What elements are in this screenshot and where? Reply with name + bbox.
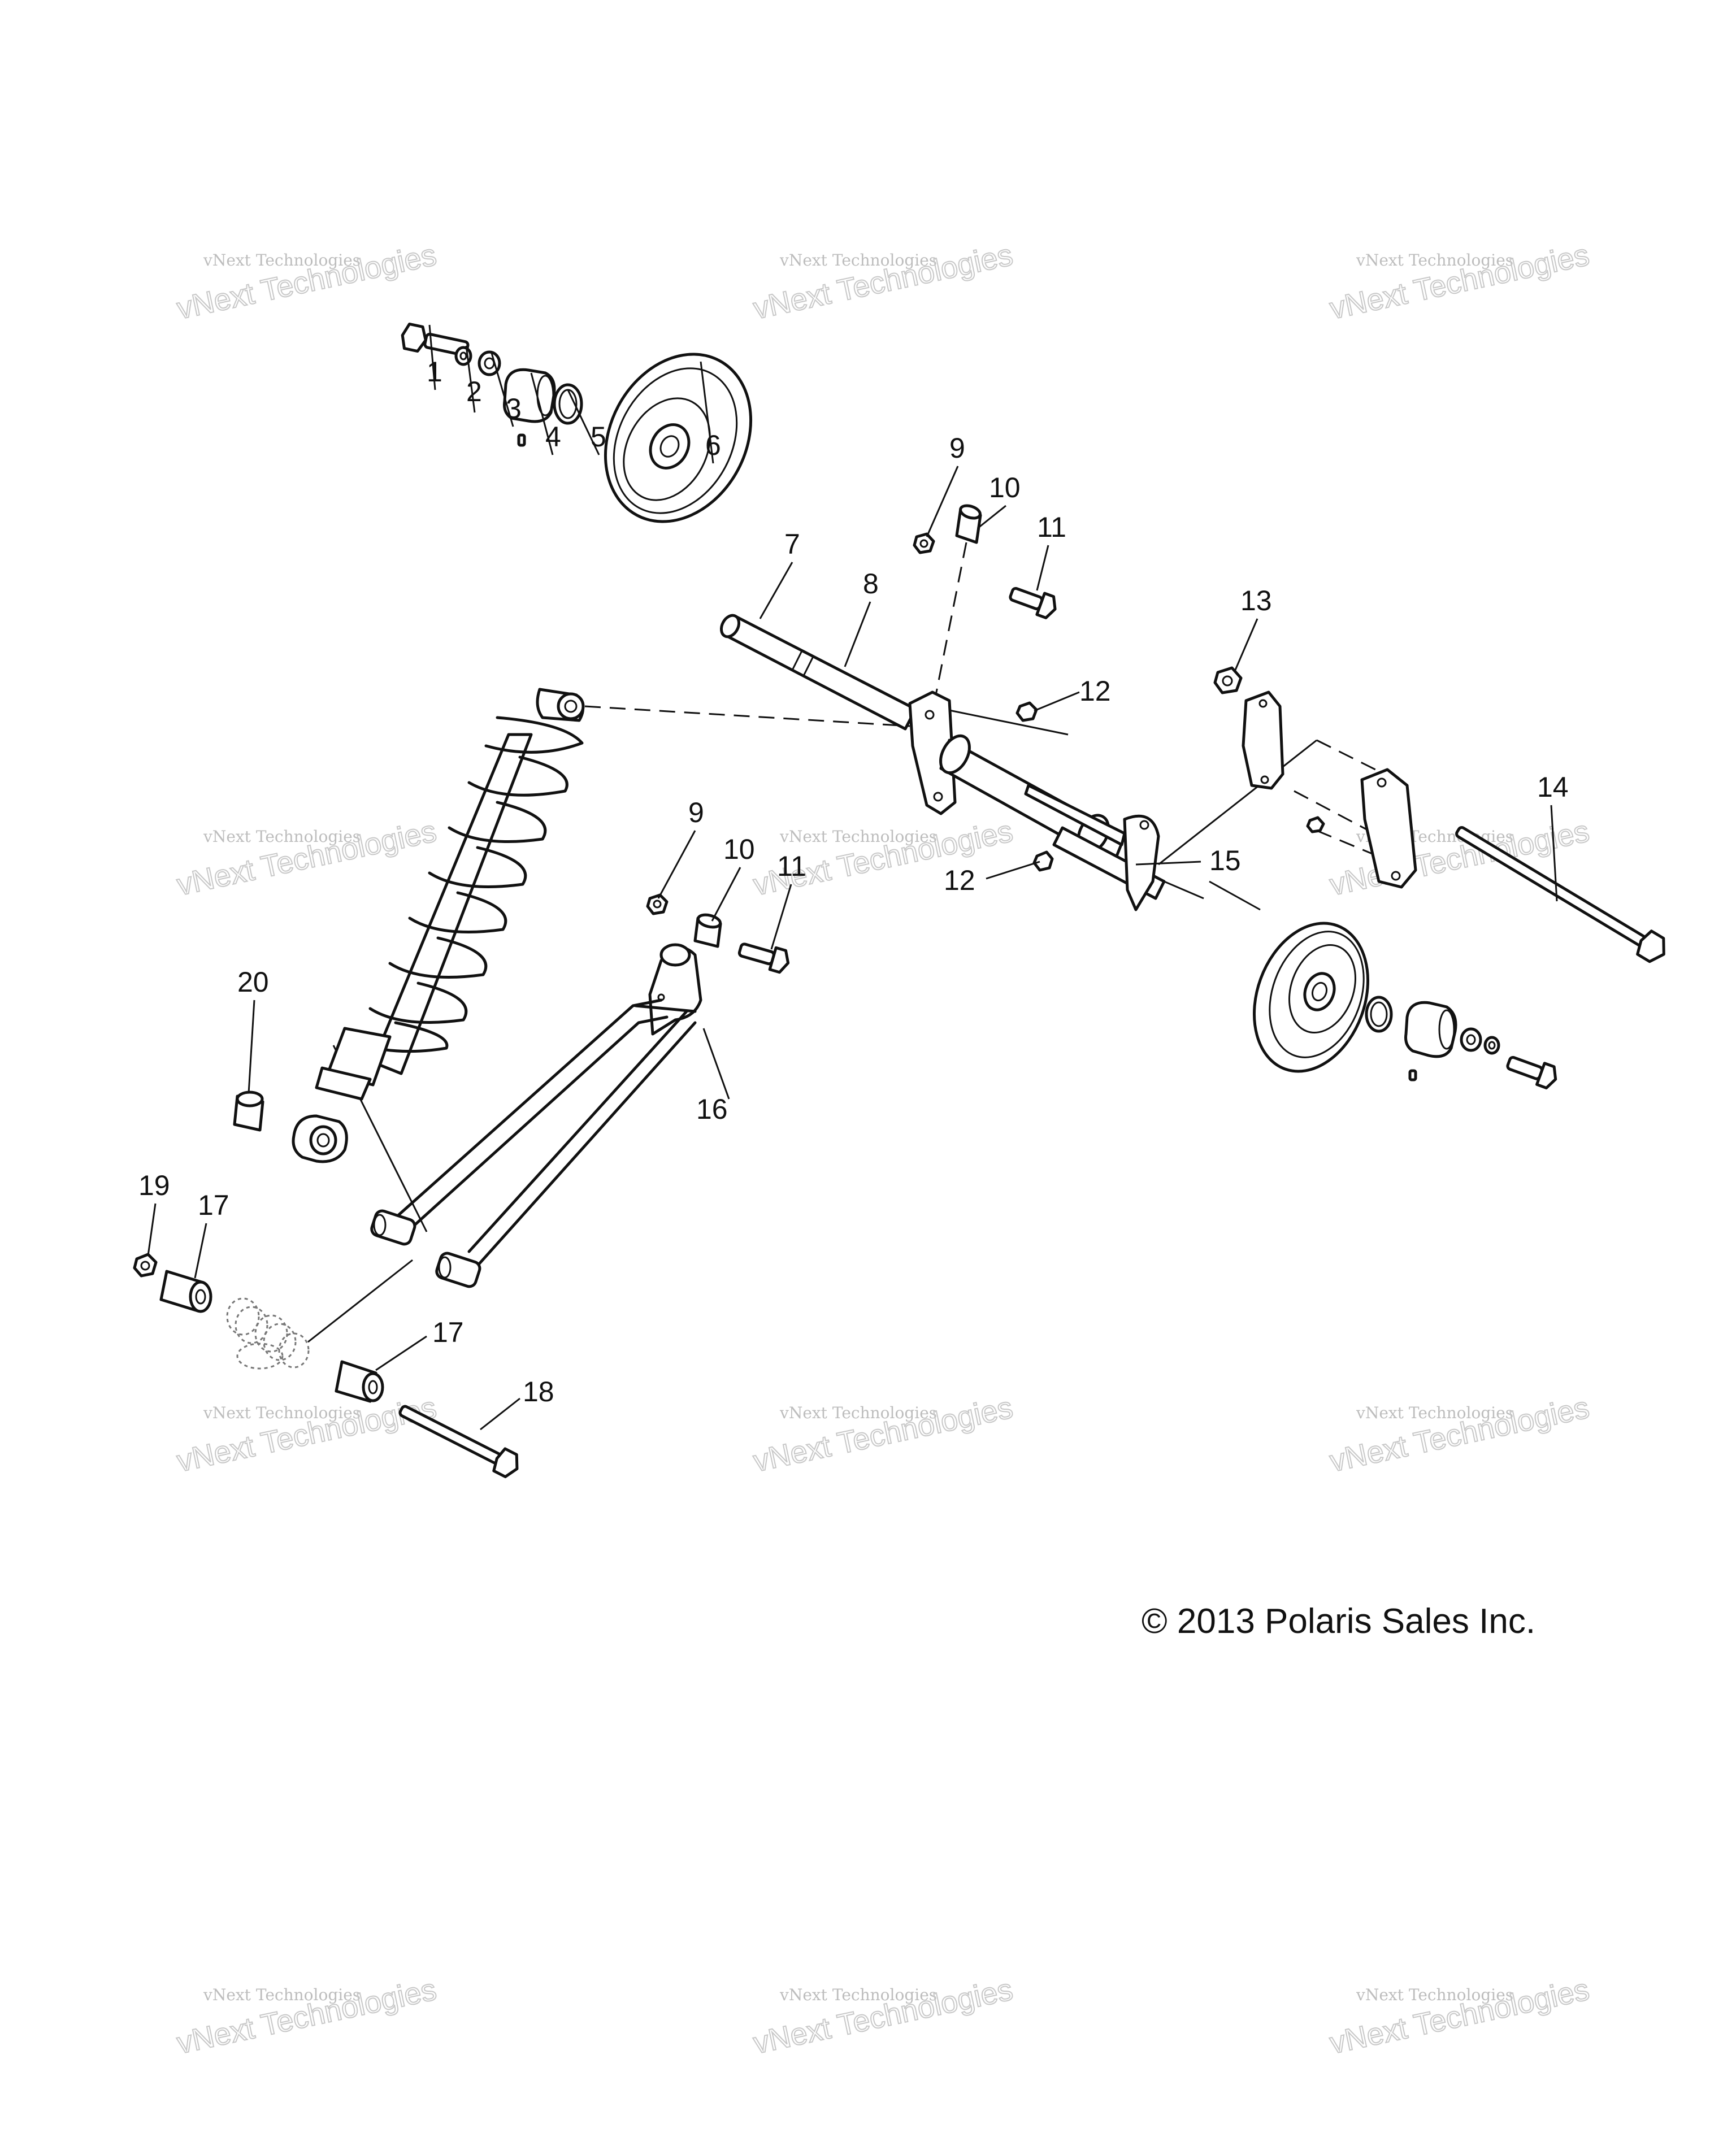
part-16-arm — [370, 943, 702, 1288]
callout: 14 — [1537, 771, 1569, 803]
shock-absorber — [292, 688, 585, 1163]
callout: 13 — [1240, 585, 1272, 616]
bolt-right — [1506, 1055, 1557, 1089]
part-9-nut — [913, 532, 935, 554]
svg-text:vNext Technologies: vNext Technologies — [1356, 251, 1513, 270]
callout: 11 — [1037, 511, 1066, 543]
svg-text:vNext Technologies: vNext Technologies — [779, 1404, 937, 1422]
svg-text:vNext Technologies: vNext Technologies — [203, 827, 361, 846]
part-bracket-plates — [1242, 690, 1417, 889]
part-6-idler-wheel — [604, 353, 753, 523]
idler-wheel-right — [1252, 922, 1370, 1073]
leader-lines — [147, 324, 1558, 1431]
svg-text:vNext Technologies: vNext Technologies — [203, 1986, 361, 2004]
svg-text:vNext Technologies: vNext Technologies — [1356, 1986, 1513, 2004]
callout: 8 — [863, 568, 879, 600]
part-13-nut — [1213, 666, 1243, 694]
part-12-nut — [1015, 701, 1038, 722]
callout: 12 — [944, 865, 975, 896]
part-18-long-bolt — [398, 1405, 519, 1479]
bearing-right — [1404, 1001, 1457, 1081]
watermark: vNext Technologies vNext Technologies — [173, 1972, 440, 2061]
callout: 6 — [705, 429, 721, 461]
callout: 18 — [523, 1376, 554, 1408]
callout: 12 — [1079, 675, 1111, 707]
part-3-spacer — [478, 350, 501, 376]
callout: 11 — [777, 850, 806, 882]
washer-right — [1483, 1036, 1500, 1055]
svg-text:vNext Technologies: vNext Technologies — [779, 1986, 937, 2004]
ghost-bushings — [226, 1297, 310, 1370]
callout: 5 — [591, 421, 606, 453]
part-17-bushing — [335, 1360, 384, 1403]
part-10-sleeve — [955, 504, 982, 544]
watermark: vNext Technologies vNext Technologies — [173, 237, 440, 327]
callout: 10 — [989, 472, 1021, 503]
callout: 10 — [723, 833, 755, 865]
watermarks: vNext Technologies vNext Technologies vN… — [173, 237, 1593, 2061]
callout: 9 — [949, 432, 965, 464]
spacer-right — [1460, 1027, 1482, 1052]
part-11-bolt — [737, 942, 790, 974]
part-20-bushing — [233, 1091, 264, 1132]
callout: 2 — [466, 376, 482, 407]
part-17-bushing — [159, 1270, 212, 1313]
svg-text:vNext Technologies: vNext Technologies — [779, 251, 937, 270]
part-7-shaft — [719, 614, 917, 731]
watermark: vNext Technologies vNext Technologies — [750, 1972, 1017, 2061]
callouts: 1 2 3 4 5 6 7 8 9 10 11 12 13 14 9 10 11… — [138, 356, 1569, 1408]
copyright-text: © 2013 Polaris Sales Inc. — [1142, 1602, 1535, 1641]
callout: 4 — [545, 421, 561, 453]
watermark: vNext Technologies vNext Technologies — [750, 1390, 1017, 1479]
part-19-nut — [133, 1253, 158, 1278]
part-11-bolt — [1009, 587, 1057, 619]
callout: 17 — [432, 1317, 464, 1348]
callout: 9 — [688, 797, 704, 828]
callout: 1 — [427, 356, 442, 388]
watermark: vNext Technologies vNext Technologies — [173, 814, 440, 903]
watermark: vNext Technologies vNext Technologies — [1326, 237, 1593, 327]
callout: 19 — [138, 1170, 170, 1201]
callout: 15 — [1209, 845, 1241, 876]
svg-text:vNext Technologies: vNext Technologies — [779, 827, 937, 846]
svg-text:vNext Technologies: vNext Technologies — [203, 251, 361, 270]
part-14-long-bolt — [1455, 826, 1665, 963]
part-10-sleeve — [693, 913, 722, 948]
part-9-nut — [646, 893, 669, 915]
svg-text:vNext Technologies: vNext Technologies — [203, 1404, 361, 1422]
watermark: vNext Technologies vNext Technologies — [1326, 1972, 1593, 2061]
part-12-nut — [1032, 850, 1054, 872]
part-15-axle-bracket — [908, 690, 1166, 911]
part-4-bearing — [503, 368, 556, 447]
coil-spring — [351, 716, 584, 1053]
o-ring-right — [1365, 996, 1393, 1033]
callout: 16 — [696, 1093, 728, 1125]
watermark: vNext Technologies vNext Technologies — [1326, 1390, 1593, 1479]
callout: 17 — [198, 1189, 229, 1221]
callout: 20 — [237, 966, 269, 998]
watermark: vNext Technologies vNext Technologies — [750, 237, 1017, 327]
callout: 7 — [784, 528, 800, 560]
callout: 3 — [506, 393, 522, 424]
watermark: vNext Technologies vNext Technologies — [173, 1390, 440, 1479]
svg-text:vNext Technologies: vNext Technologies — [1356, 1404, 1513, 1422]
assembly-guides — [307, 542, 1402, 1343]
